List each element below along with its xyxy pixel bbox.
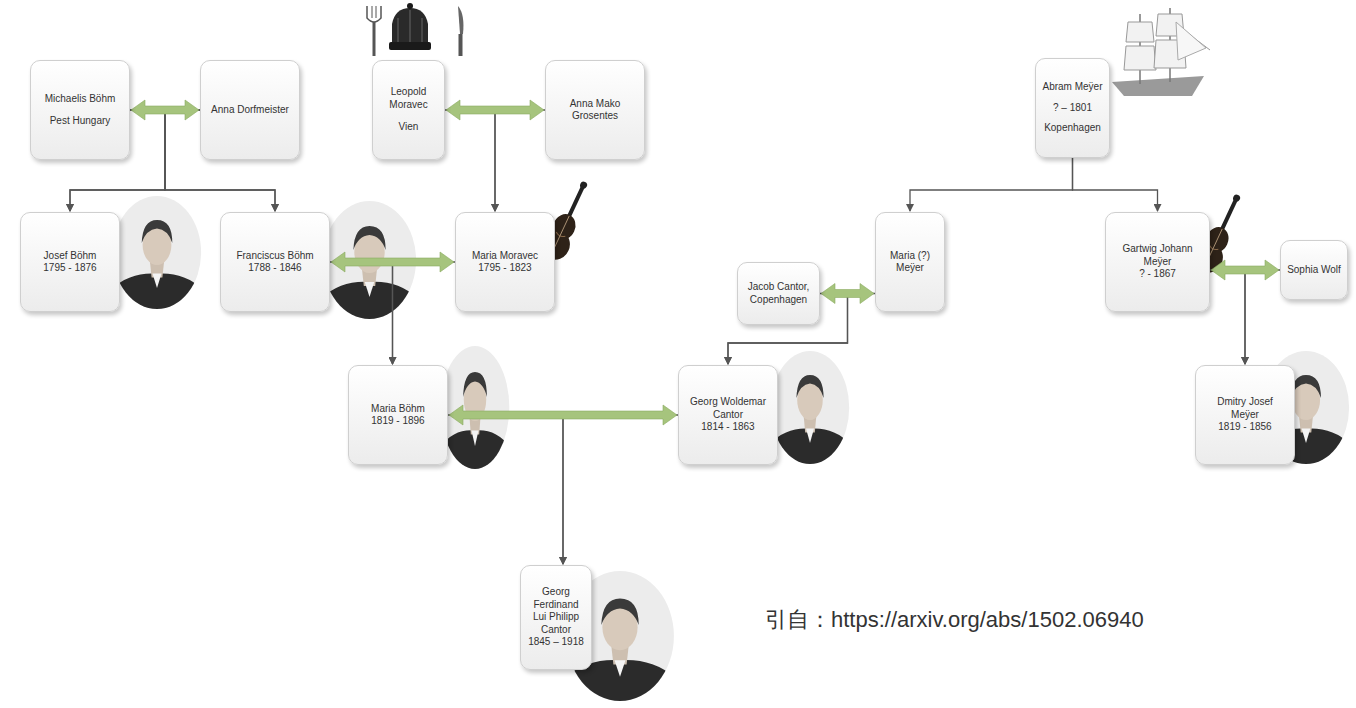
descent-line	[495, 110, 545, 211]
descent-line	[445, 110, 495, 211]
portrait	[112, 195, 202, 310]
person-box: Georg Ferdinand Lui Philipp Cantor1845 –…	[520, 565, 592, 670]
person-box: Jacob Cantor, Copenhagen	[737, 262, 820, 325]
person-box: Franciscus Böhm1788 - 1846	[220, 212, 330, 312]
person-box: Josef Böhm1795 - 1876	[20, 212, 120, 312]
node-text: 1788 - 1846	[248, 262, 301, 275]
node-text: 1814 - 1863	[701, 421, 754, 434]
person-box: Gartwig Johann Meÿer? - 1867	[1105, 212, 1210, 312]
node-text: Anna Mako Grosentes	[552, 98, 638, 123]
node-text: Georg Woldemar Cantor	[685, 396, 771, 421]
person-box: Anna Mako Grosentes	[545, 60, 645, 160]
node-text: Gartwig Johann Meÿer	[1112, 243, 1203, 268]
node-text: Maria (?) Meÿer	[882, 250, 938, 275]
citation: 引自：https://arxiv.org/abs/1502.06940	[765, 605, 1144, 635]
node-text: Dmitry Josef Meÿer	[1202, 396, 1288, 421]
node-text: 1819 - 1856	[1218, 421, 1271, 434]
marriage-arrow	[821, 284, 874, 304]
node-text: 1795 - 1823	[478, 262, 531, 275]
node-text: Maria Moravec	[472, 250, 538, 263]
marriage-arrow	[449, 405, 677, 425]
descent-line	[393, 262, 456, 364]
marriage-arrow	[331, 252, 454, 272]
node-text: 1845 – 1918	[528, 636, 584, 649]
person-box: Maria Böhm1819 - 1896	[348, 365, 448, 465]
node-text: Sophia Wolf	[1287, 264, 1341, 277]
node-text: Anna Dorfmeister	[211, 104, 289, 117]
person-box: Sophia Wolf	[1280, 240, 1348, 300]
person-box: Leopold MoravecVien	[372, 60, 445, 160]
descent-line	[563, 415, 678, 564]
node-text: Franciscus Böhm	[236, 250, 313, 263]
descent-line	[448, 415, 563, 564]
node-text: Maria Böhm	[371, 403, 425, 416]
person-box: Georg Woldemar Cantor1814 - 1863	[678, 365, 778, 465]
person-box: Dmitry Josef Meÿer1819 - 1856	[1195, 365, 1295, 465]
person-box: Maria Moravec1795 - 1823	[455, 212, 555, 312]
node-text: Kopenhagen	[1044, 122, 1101, 135]
marriage-arrow	[1211, 260, 1279, 280]
descent-line	[1210, 270, 1245, 364]
node-text: 1795 - 1876	[43, 262, 96, 275]
knife-icon	[458, 6, 463, 56]
node-text: Vien	[399, 121, 419, 134]
marriage-arrow	[446, 100, 544, 120]
person-box: Abram Meÿer ? – 1801Kopenhagen	[1035, 58, 1110, 158]
portrait	[770, 350, 850, 465]
fork-icon	[367, 6, 381, 56]
node-text: 1819 - 1896	[371, 415, 424, 428]
descent-line	[910, 158, 1073, 211]
node-text: Michaelis Böhm	[45, 93, 116, 106]
node-text: ? – 1801	[1053, 102, 1092, 115]
descent-line	[1073, 158, 1158, 211]
node-text: Abram Meÿer	[1042, 81, 1102, 94]
node-text: ? - 1867	[1139, 268, 1176, 281]
person-box: Maria (?) Meÿer	[875, 212, 945, 312]
person-box: Anna Dorfmeister	[200, 60, 300, 160]
node-text: Jacob Cantor, Copenhagen	[744, 281, 813, 306]
descent-line	[330, 262, 393, 364]
person-box: Michaelis BöhmPest Hungary	[30, 60, 130, 160]
node-text: Leopold Moravec	[379, 86, 438, 111]
descent-line	[1245, 270, 1280, 364]
marriage-arrow	[131, 100, 199, 120]
ship-icon	[1112, 8, 1210, 96]
node-text: Pest Hungary	[50, 115, 111, 128]
portrait	[440, 345, 510, 470]
node-text: Georg Ferdinand Lui Philipp Cantor	[527, 586, 585, 636]
crown-icon	[389, 3, 431, 50]
node-text: Josef Böhm	[44, 250, 97, 263]
